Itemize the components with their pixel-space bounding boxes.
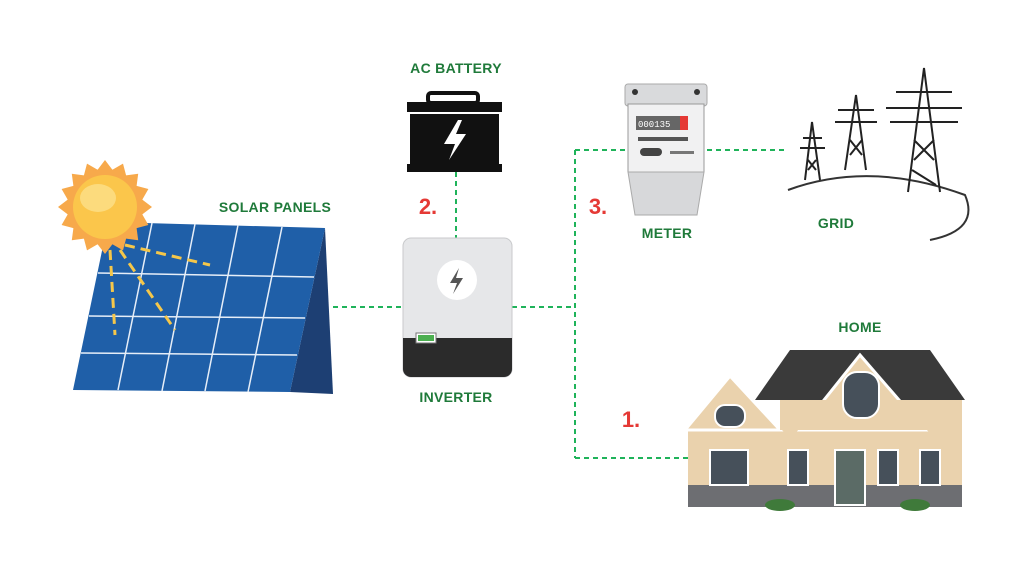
- meter-reading: 000135: [638, 120, 670, 130]
- solar-panel: [73, 222, 333, 394]
- house-icon: [681, 350, 965, 511]
- step-3-meter: 3.: [588, 194, 608, 219]
- home-label: HOME: [838, 319, 882, 335]
- power-grid-icon: [787, 67, 970, 241]
- connector-lines: [333, 149, 785, 459]
- meter-label: METER: [641, 225, 693, 241]
- electric-meter-icon: 000135: [624, 83, 708, 216]
- battery-icon: [407, 91, 502, 172]
- inverter-icon: [402, 237, 513, 378]
- ac-battery-label: AC BATTERY: [410, 60, 502, 76]
- step-2-battery: 2.: [418, 194, 438, 219]
- sun-icon: [58, 160, 152, 254]
- grid-label: GRID: [817, 215, 855, 231]
- step-1-home: 1.: [621, 407, 641, 432]
- inverter-label: INVERTER: [419, 389, 493, 405]
- solar-panels-label: SOLAR PANELS: [218, 199, 332, 215]
